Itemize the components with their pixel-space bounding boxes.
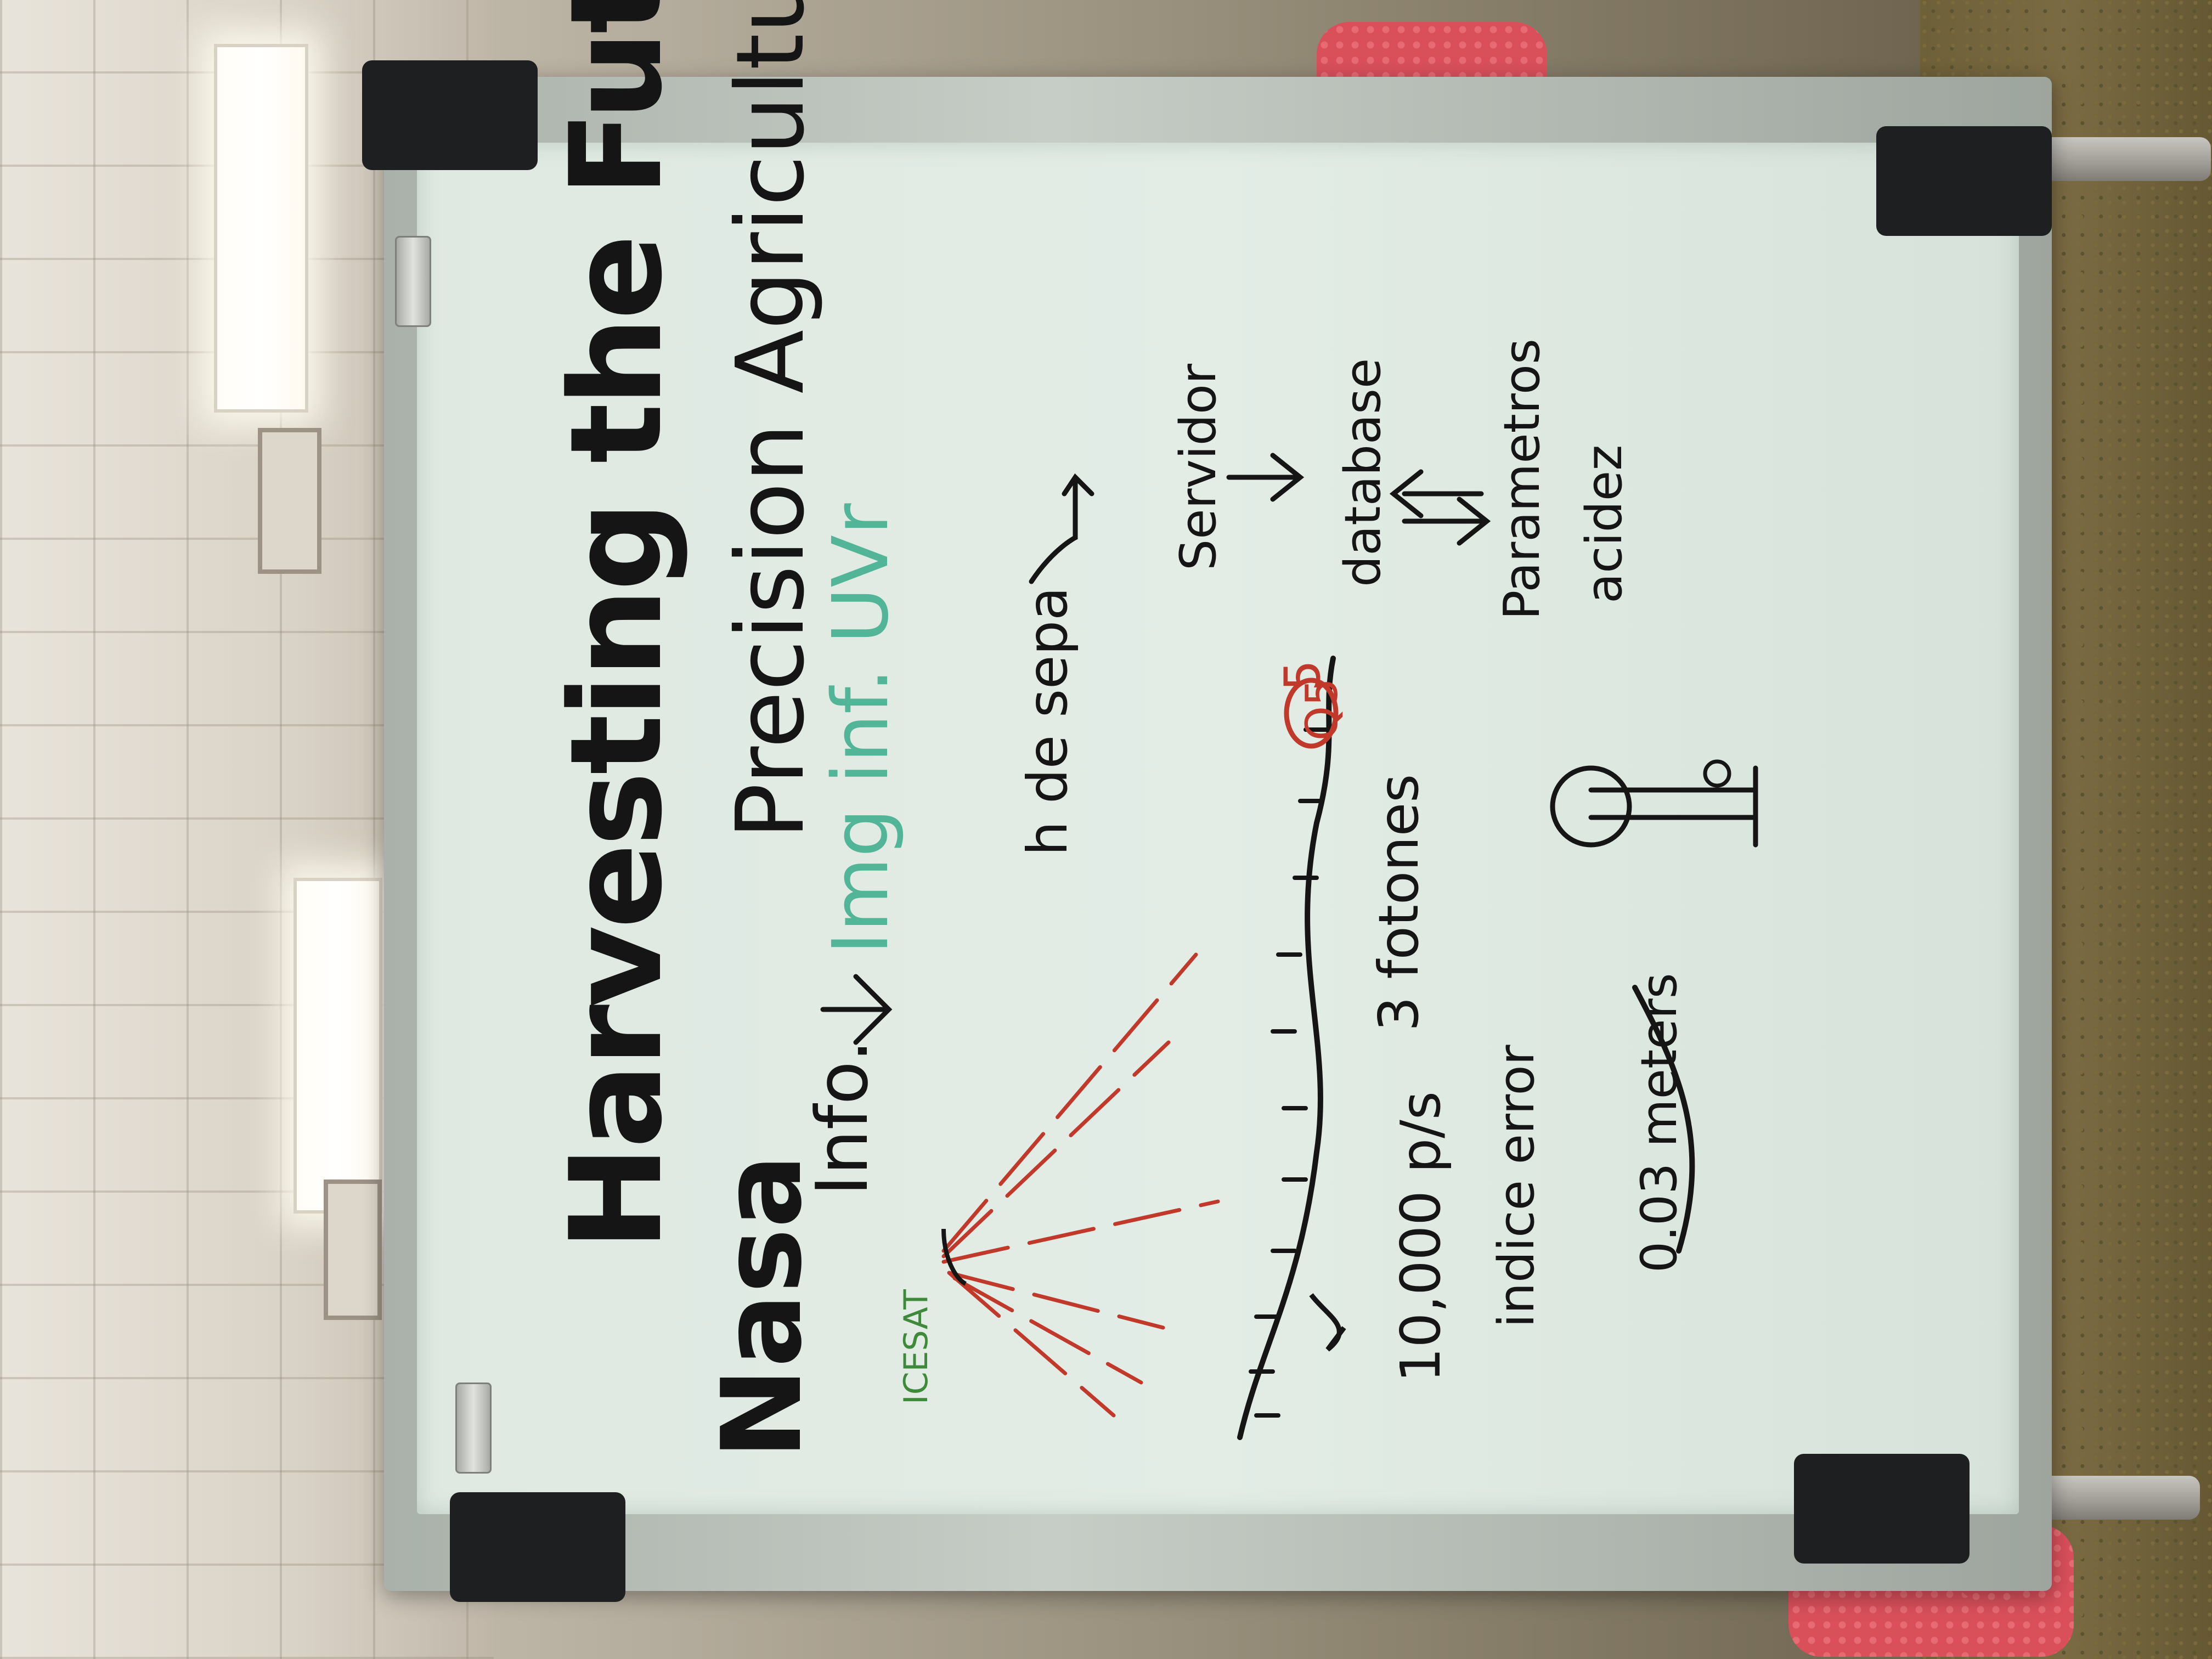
error-label: indice error [1488, 1045, 1545, 1328]
underline-stroke [1632, 985, 1695, 1254]
frame-corner [362, 60, 538, 170]
meters-label: 0.03 meters [1630, 973, 1688, 1273]
database-label: database [1334, 358, 1392, 587]
curved-arrow-icon [1309, 1293, 1346, 1352]
ceiling-vent [324, 1180, 382, 1320]
icesat-label: ICESAT [897, 1289, 935, 1404]
board-clip [395, 236, 431, 327]
info-label: Info. [800, 1039, 884, 1196]
board-clip [455, 1383, 492, 1474]
ceiling-light [294, 878, 382, 1214]
frame-corner [1876, 126, 2052, 236]
arrow-icon [1029, 473, 1094, 584]
sepa-label: h de sepa [1015, 586, 1080, 856]
arrow-icon [820, 974, 893, 1045]
photons-label: 3 fotones [1367, 774, 1431, 1031]
plant-bud [1703, 759, 1731, 788]
circle-mark [1284, 678, 1339, 749]
laser-beams [941, 952, 1220, 1418]
board-title: Harvesting the Future [544, 0, 690, 1251]
plant-stem [1588, 765, 1758, 848]
arrow-icon [1226, 453, 1305, 502]
crop-marks [1249, 727, 1330, 1418]
root-circle [1550, 765, 1632, 848]
nasa-label: Nasa [698, 1154, 826, 1459]
ceiling-light [214, 44, 308, 413]
red-mark: 5 [1274, 659, 1331, 691]
double-arrow-icon [1389, 469, 1491, 546]
whiteboard-surface [417, 143, 2019, 1514]
frame-corner [1794, 1454, 1970, 1564]
terrain-curve [1237, 656, 1336, 1440]
params-label: Parametros [1493, 338, 1551, 620]
board-subtitle: Precision Agriculture [716, 0, 825, 839]
pulses-label: 10,000 p/s [1389, 1091, 1453, 1383]
server-label: Servidor [1170, 364, 1227, 571]
satellite-sketch [941, 1228, 967, 1286]
img-label: Img inf. UVr [816, 503, 906, 955]
frame-corner [450, 1492, 625, 1602]
ceiling-vent [258, 428, 321, 574]
acidity-label: acidez [1576, 444, 1633, 603]
